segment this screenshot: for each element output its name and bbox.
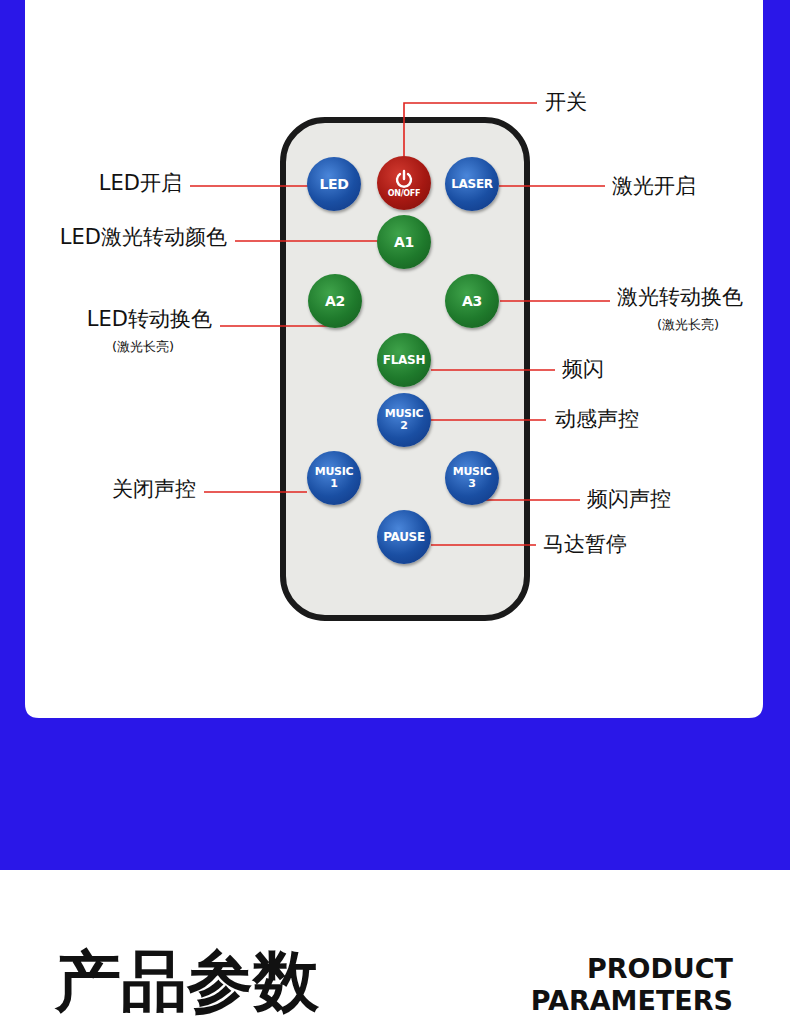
white-panel [25, 0, 763, 718]
leader-line [500, 300, 610, 302]
button-label: A3 [462, 294, 482, 308]
leader-line [404, 103, 537, 156]
callout-label: 激光开启 [612, 174, 696, 199]
callout-label: 激光转动换色 [617, 285, 743, 310]
callout-label: LED开启 [99, 171, 182, 196]
remote-button: A2 [308, 274, 362, 328]
leader-line [235, 240, 378, 242]
leader-line [499, 185, 605, 187]
remote-body [283, 120, 527, 618]
leader-line [482, 499, 580, 501]
button-label: MUSIC 1 [314, 466, 354, 489]
leader-line [431, 544, 536, 546]
remote-button: LASER [445, 157, 499, 211]
section-heading-en: PRODUCT PARAMETERS [518, 953, 733, 1017]
remote-button: A1 [377, 215, 431, 269]
callout-label: LED转动换色 [87, 307, 212, 332]
button-label: MUSIC 2 [384, 408, 424, 431]
callout-label: 频闪声控 [587, 487, 671, 512]
remote-button: MUSIC 1 [307, 451, 361, 505]
power-icon [394, 169, 414, 189]
button-label: A1 [394, 235, 414, 249]
callout-label: 关闭声控 [112, 477, 196, 502]
remote-button: ON/OFF [377, 156, 431, 210]
remote-button: A3 [445, 274, 499, 328]
callout-label: 动感声控 [555, 407, 639, 432]
blue-band [0, 0, 790, 870]
callout-label: 开关 [545, 90, 587, 115]
button-label: FLASH [383, 354, 425, 366]
section-heading: 产品参数 [55, 942, 319, 1021]
callout-label: 马达暂停 [543, 532, 627, 557]
callout-label: LED激光转动颜色 [60, 225, 227, 250]
callout-label: (激光长亮) [657, 317, 719, 333]
remote-button: MUSIC 3 [445, 451, 499, 505]
remote-button: PAUSE [377, 510, 431, 564]
leader-line [220, 325, 330, 327]
button-label: A2 [325, 294, 345, 308]
callout-label: 频闪 [562, 357, 604, 382]
leader-line [190, 185, 308, 187]
button-label: LED [319, 177, 348, 191]
leader-lines [190, 103, 610, 545]
leader-line [204, 491, 307, 493]
leader-line [431, 419, 546, 421]
button-label: PAUSE [383, 531, 425, 543]
leader-line [431, 369, 555, 371]
button-label: ON/OFF [388, 190, 420, 198]
button-label: LASER [451, 178, 493, 190]
callout-label: (激光长亮) [112, 339, 174, 355]
button-label: MUSIC 3 [452, 466, 492, 489]
remote-button: MUSIC 2 [377, 393, 431, 447]
remote-button: FLASH [377, 333, 431, 387]
remote-button: LED [307, 157, 361, 211]
